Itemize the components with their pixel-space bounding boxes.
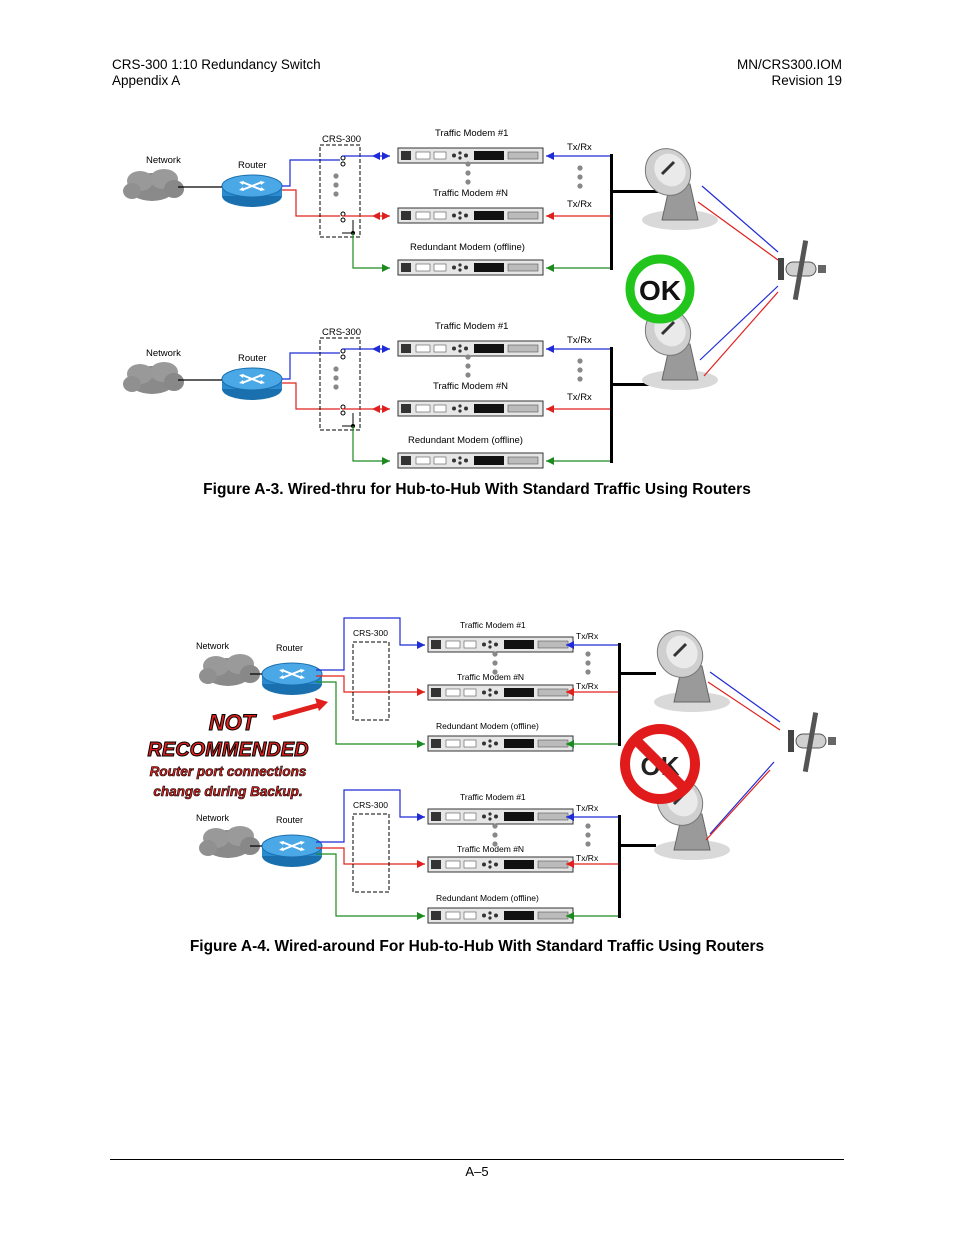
network-cloud-icon bbox=[199, 826, 260, 858]
figure-a3-diagram: Network Router CRS-300 Traffic Modem #1 … bbox=[123, 128, 827, 469]
redundant-label: Redundant Modem (offline) bbox=[436, 893, 539, 903]
router-icon bbox=[221, 174, 283, 208]
txrx-label: Tx/Rx bbox=[567, 335, 592, 346]
crs-box bbox=[352, 641, 390, 721]
figure-a3-caption: Figure A-3. Wired-thru for Hub-to-Hub Wi… bbox=[203, 481, 751, 498]
modemN-label: Traffic Modem #N bbox=[457, 844, 524, 854]
figure-a4-diagram: Network Router CRS-300 Traffic Modem #1 … bbox=[147, 617, 837, 924]
doc-title: CRS-300 1:10 Redundancy Switch bbox=[112, 57, 321, 72]
traffic-modem-n bbox=[397, 400, 544, 417]
txrx-label: Tx/Rx bbox=[576, 681, 599, 691]
modem1-label: Traffic Modem #1 bbox=[460, 620, 526, 630]
redundant-label: Redundant Modem (offline) bbox=[408, 435, 523, 446]
modemN-label: Traffic Modem #N bbox=[433, 188, 508, 199]
network-label: Network bbox=[196, 641, 230, 651]
txrx-label: Tx/Rx bbox=[576, 803, 599, 813]
crs-label: CRS-300 bbox=[322, 327, 361, 338]
warning-line3: Router port connections bbox=[150, 764, 307, 779]
traffic-modem-1 bbox=[397, 340, 544, 357]
traffic-modem-n bbox=[397, 207, 544, 224]
crs-label: CRS-300 bbox=[322, 134, 361, 145]
network-label: Network bbox=[146, 155, 181, 166]
traffic-modem-1 bbox=[397, 147, 544, 164]
modemN-label: Traffic Modem #N bbox=[433, 381, 508, 392]
traffic-modem-n bbox=[427, 684, 574, 701]
doc-section: Appendix A bbox=[112, 73, 181, 88]
txrx-label: Tx/Rx bbox=[576, 631, 599, 641]
header-left: CRS-300 1:10 Redundancy Switch Appendix … bbox=[112, 57, 321, 89]
redundant-modem bbox=[397, 259, 544, 276]
header-right: MN/CRS300.IOM Revision 19 bbox=[737, 57, 842, 89]
redundant-modem bbox=[427, 735, 574, 752]
doc-number: MN/CRS300.IOM bbox=[736, 57, 842, 72]
traffic-modem-1 bbox=[427, 636, 574, 653]
crs-label: CRS-300 bbox=[353, 628, 388, 638]
a3-top-network: Network Router CRS-300 Traffic Modem #1 … bbox=[123, 128, 720, 276]
txrx-label: Tx/Rx bbox=[567, 142, 592, 153]
txrx-label: Tx/Rx bbox=[567, 392, 592, 403]
not-recommended-warning: NOT RECOMMENDED Router port connections … bbox=[147, 698, 328, 799]
ok-text: OK bbox=[639, 275, 681, 306]
traffic-modem-n bbox=[427, 856, 574, 873]
router-label: Router bbox=[238, 353, 267, 364]
crs-box bbox=[319, 144, 361, 238]
router-icon bbox=[221, 367, 283, 401]
satellite-dish-icon bbox=[634, 138, 720, 232]
traffic-modem-1 bbox=[427, 808, 574, 825]
crs-box bbox=[352, 813, 390, 893]
satellite-icon bbox=[777, 239, 827, 301]
network-cloud-icon bbox=[199, 654, 260, 686]
page-number: A–5 bbox=[465, 1164, 489, 1179]
footer-rule bbox=[110, 1159, 844, 1160]
a3-bottom-network: Network Router CRS-300 Traffic Modem #1 … bbox=[123, 298, 720, 469]
router-icon bbox=[261, 834, 323, 868]
satellite-icon bbox=[787, 711, 837, 773]
ok-badge: OK bbox=[625, 254, 695, 324]
warning-not: NOT bbox=[209, 710, 257, 735]
warning-recommended: RECOMMENDED bbox=[147, 739, 308, 761]
modem1-label: Traffic Modem #1 bbox=[435, 321, 508, 332]
figure-a4-caption: Figure A-4. Wired-around For Hub-to-Hub … bbox=[189, 938, 765, 955]
a4-top-network: Network Router CRS-300 Traffic Modem #1 … bbox=[196, 617, 732, 752]
doc-revision: Revision 19 bbox=[771, 73, 842, 88]
modem1-label: Traffic Modem #1 bbox=[460, 792, 526, 802]
router-label: Router bbox=[276, 643, 303, 653]
txrx-label: Tx/Rx bbox=[567, 199, 592, 210]
satellite-dish-icon bbox=[646, 620, 732, 714]
not-ok-badge: OK bbox=[620, 724, 700, 804]
modem1-label: Traffic Modem #1 bbox=[435, 128, 508, 139]
redundant-modem bbox=[427, 907, 574, 924]
redundant-label: Redundant Modem (offline) bbox=[436, 721, 539, 731]
router-label: Router bbox=[276, 815, 303, 825]
crs-label: CRS-300 bbox=[353, 800, 388, 810]
warning-line4: change during Backup. bbox=[153, 784, 302, 799]
crs-box bbox=[319, 337, 361, 431]
router-icon bbox=[261, 662, 323, 696]
txrx-label: Tx/Rx bbox=[576, 853, 599, 863]
network-cloud-icon bbox=[123, 362, 184, 394]
network-cloud-icon bbox=[123, 169, 184, 201]
redundant-modem bbox=[397, 452, 544, 469]
router-label: Router bbox=[238, 160, 267, 171]
network-label: Network bbox=[196, 813, 230, 823]
network-label: Network bbox=[146, 348, 181, 359]
a4-bottom-network: Network Router CRS-300 Traffic Modem #1 … bbox=[196, 768, 732, 924]
modemN-label: Traffic Modem #N bbox=[457, 672, 524, 682]
redundant-label: Redundant Modem (offline) bbox=[410, 242, 525, 253]
